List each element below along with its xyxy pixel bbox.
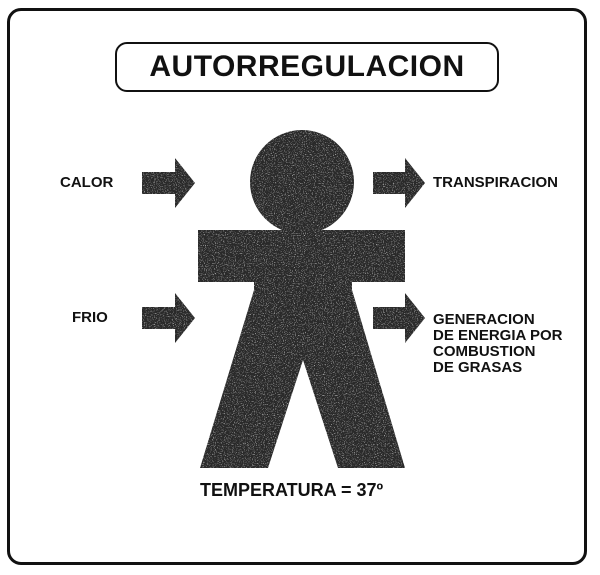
label-generacion-line: GENERACION [433,311,535,328]
human-figure [198,130,405,468]
label-calor: CALOR [60,174,114,191]
label-generacion-line: COMBUSTION [433,343,536,360]
label-frio: FRIO [72,309,108,326]
label-generacion-line: DE ENERGIA POR [433,327,563,344]
figure-head [250,130,354,234]
generacion-arrow-icon [373,293,425,343]
label-generacion-line: DE GRASAS [433,359,523,376]
label-generacion: GENERACION DE ENERGIA POR COMBUSTION DE … [433,312,562,376]
label-transpiracion: TRANSPIRACION [433,174,559,191]
title-box: AUTORREGULACION [115,42,499,92]
transpiracion-arrow-icon [373,158,425,208]
diagram-frame [7,8,587,565]
figure-body [200,232,405,468]
calor-arrow-icon [142,158,195,208]
diagram-title: AUTORREGULACION [149,50,465,83]
frio-arrow-icon [142,293,195,343]
temperature-label: TEMPERATURA = 37º [200,480,384,500]
